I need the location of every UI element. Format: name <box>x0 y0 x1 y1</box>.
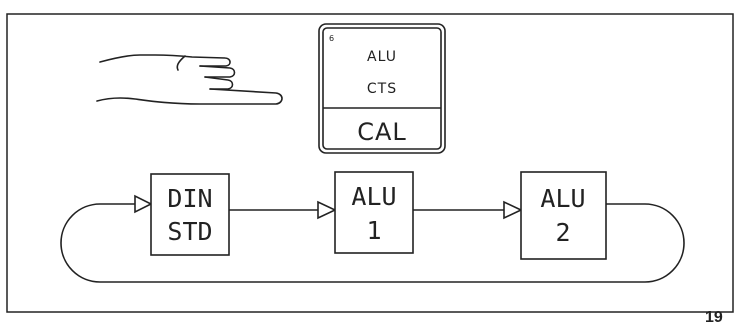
pointing-hand-icon <box>97 55 282 104</box>
node-label-line-1: DIN <box>167 184 212 213</box>
node-label-line-2: 1 <box>366 216 381 245</box>
lcd-line-2: CTS <box>367 81 397 97</box>
node-alu-2: ALU 2 <box>521 172 606 259</box>
arrowhead-into-node-1 <box>135 196 151 212</box>
node-din-std: DIN STD <box>151 174 229 255</box>
arrowhead-into-node-2 <box>318 202 335 218</box>
node-label-line-1: ALU <box>351 182 396 211</box>
page-number: 19 <box>705 309 723 326</box>
node-label-line-1: ALU <box>540 184 585 213</box>
arrowhead-into-node-3 <box>504 202 521 218</box>
lcd-display: 6 ALU CTS CAL <box>319 24 445 153</box>
node-label-line-2: STD <box>167 217 212 246</box>
node-label-line-2: 2 <box>555 218 570 247</box>
lcd-indicator: 6 <box>329 34 334 43</box>
lcd-line-1: ALU <box>367 49 397 65</box>
lcd-function-label: CAL <box>357 118 407 146</box>
node-alu-1: ALU 1 <box>335 172 413 253</box>
